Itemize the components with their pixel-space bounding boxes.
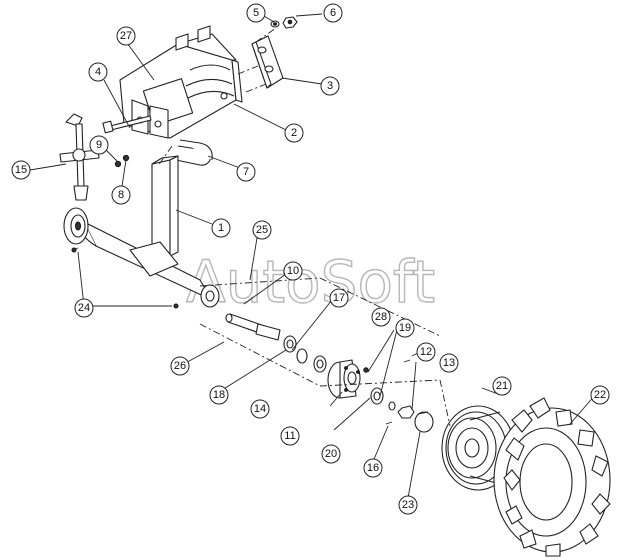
callout-26: 26 (170, 356, 190, 376)
svg-text:6: 6 (330, 7, 336, 19)
svg-text:5: 5 (253, 7, 259, 19)
callout-22: 22 (590, 385, 610, 405)
watermark-text: AutoSoft (186, 248, 435, 316)
callout-23: 23 (398, 495, 418, 515)
svg-text:14: 14 (254, 403, 266, 415)
callout-3: 3 (320, 76, 340, 96)
callout-2: 2 (284, 123, 304, 143)
svg-text:28: 28 (375, 311, 387, 323)
svg-text:2: 2 (291, 127, 297, 139)
part-gear-hub (63, 207, 89, 245)
part-pin-8 (122, 154, 130, 162)
svg-text:26: 26 (174, 360, 186, 372)
callout-12: 12 (416, 342, 436, 362)
svg-text:18: 18 (213, 389, 225, 401)
callout-6: 6 (323, 3, 343, 23)
callout-1: 1 (211, 218, 231, 238)
callout-10: 10 (283, 261, 303, 281)
callout-20: 20 (321, 444, 341, 464)
svg-text:3: 3 (327, 80, 333, 92)
part-hub-11 (327, 359, 361, 399)
svg-text:21: 21 (496, 380, 508, 392)
part-tire-22 (493, 397, 611, 557)
svg-text:4: 4 (95, 66, 101, 78)
part-handle-15 (59, 113, 100, 201)
callout-13: 13 (439, 353, 459, 373)
svg-text:22: 22 (594, 389, 606, 401)
callout-27: 27 (116, 26, 136, 46)
part-washer-12 (388, 401, 396, 411)
part-bolt-28 (363, 367, 369, 373)
assembly-lines (157, 27, 451, 427)
callout-24: 24 (74, 298, 94, 318)
part-pin-16 (385, 421, 393, 425)
part-ring-17 (296, 348, 308, 364)
part-nut-13 (397, 405, 415, 419)
callout-5: 5 (246, 3, 266, 23)
part-nut-6 (282, 16, 298, 29)
callout-9: 9 (89, 135, 109, 155)
callout-25: 25 (252, 220, 272, 240)
svg-text:1: 1 (218, 222, 224, 234)
part-frame-1 (80, 155, 220, 308)
callout-15: 15 (11, 160, 31, 180)
callout-14: 14 (250, 399, 270, 419)
callout-7: 7 (236, 162, 256, 182)
svg-text:23: 23 (402, 499, 414, 511)
part-stub-axle-10 (225, 313, 281, 341)
svg-text:15: 15 (15, 164, 27, 176)
svg-text:24: 24 (78, 302, 90, 314)
part-bolt-4 (102, 115, 152, 134)
part-ubolt-7 (175, 139, 213, 166)
part-screws-24 (71, 247, 179, 309)
svg-text:19: 19 (399, 322, 411, 334)
callout-11: 11 (280, 426, 300, 446)
callout-4: 4 (88, 62, 108, 82)
svg-text:10: 10 (287, 265, 299, 277)
part-pin-9 (114, 160, 122, 168)
svg-text:13: 13 (443, 357, 455, 369)
callout-16: 16 (363, 458, 383, 478)
callout-17: 17 (329, 288, 349, 308)
svg-text:16: 16 (367, 462, 379, 474)
svg-text:17: 17 (333, 292, 345, 304)
part-bracket-2 (119, 25, 243, 139)
part-washer-5 (270, 20, 280, 28)
callout-21: 21 (492, 376, 512, 396)
svg-text:25: 25 (256, 224, 268, 236)
svg-text:9: 9 (96, 139, 102, 151)
part-plate-3 (251, 35, 284, 89)
svg-text:7: 7 (243, 166, 249, 178)
callout-18: 18 (209, 385, 229, 405)
svg-text:11: 11 (284, 430, 295, 442)
callout-28: 28 (371, 307, 391, 327)
callout-8: 8 (111, 185, 131, 205)
svg-text:8: 8 (118, 189, 124, 201)
part-hubcap-23 (414, 411, 434, 433)
svg-text:12: 12 (420, 346, 432, 358)
svg-text:27: 27 (120, 30, 132, 42)
svg-text:20: 20 (325, 448, 337, 460)
callout-19: 19 (395, 318, 415, 338)
callouts: 1 2 3 4 5 6 7 8 9 10 11 12 13 14 15 16 1… (11, 3, 610, 515)
